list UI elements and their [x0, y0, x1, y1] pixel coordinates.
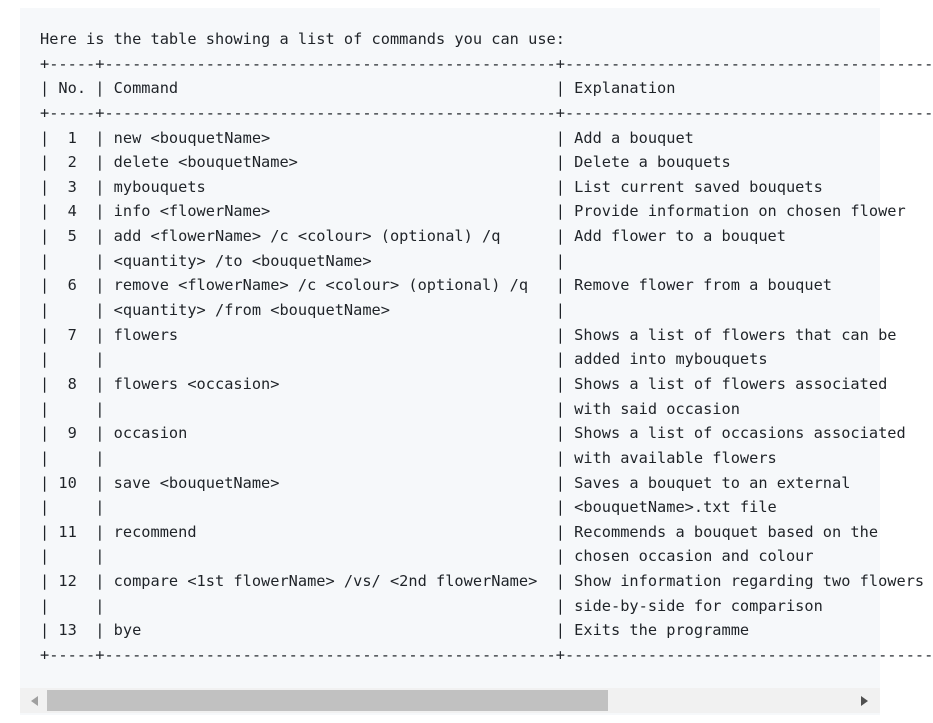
code-block-panel: Here is the table showing a list of comm…: [20, 8, 933, 715]
table-row: | 13 | bye | Exits the programme: [40, 621, 750, 640]
scroll-right-button[interactable]: [854, 688, 876, 713]
table-row: | 3 | mybouquets | List current saved bo…: [40, 177, 823, 196]
table-row: | 12 | compare <1st flowerName> /vs/ <2n…: [40, 572, 925, 591]
scroll-left-button[interactable]: [24, 688, 46, 713]
table-row-continuation: | | | <bouquetName>.txt file: [40, 498, 777, 517]
command-table-code: Here is the table showing a list of comm…: [40, 27, 933, 668]
table-row-continuation: | | <quantity> /from <bouquetName> |: [40, 301, 565, 320]
table-row-continuation: | | <quantity> /to <bouquetName> |: [40, 251, 565, 270]
table-row: | 4 | info <flowerName> | Provide inform…: [40, 202, 906, 221]
table-row-continuation: | | | added into mybouquets: [40, 350, 768, 369]
table-row: | 2 | delete <bouquetName> | Delete a bo…: [40, 153, 731, 172]
table-row: | 10 | save <bouquetName> | Saves a bouq…: [40, 473, 851, 492]
table-row: | 5 | add <flowerName> /c <colour> (opti…: [40, 227, 786, 246]
scrollbar-thumb[interactable]: [47, 690, 608, 711]
table-row-continuation: | | | chosen occasion and colour: [40, 547, 814, 566]
code-viewport: Here is the table showing a list of comm…: [20, 8, 933, 684]
table-header-border: +-----+---------------------------------…: [40, 103, 933, 122]
table-row: | 1 | new <bouquetName> | Add a bouquet: [40, 128, 694, 147]
scroll-left-icon: [31, 695, 38, 706]
table-row-continuation: | | | with available flowers: [40, 448, 777, 467]
table-row-continuation: | | | with said occasion: [40, 399, 740, 418]
table-row: | 8 | flowers <occasion> | Shows a list …: [40, 374, 888, 393]
horizontal-scrollbar[interactable]: [20, 688, 880, 713]
intro-line: Here is the table showing a list of comm…: [40, 30, 565, 48]
table-row: | 6 | remove <flowerName> /c <colour> (o…: [40, 276, 833, 295]
table-border-top: +-----+---------------------------------…: [40, 54, 933, 73]
table-row: | 7 | flowers | Shows a list of flowers …: [40, 325, 897, 344]
table-border-bottom: +-----+---------------------------------…: [40, 646, 933, 665]
table-header-row: | No. | Command | Explanation: [40, 79, 676, 98]
table-row: | 11 | recommend | Recommends a bouquet …: [40, 522, 879, 541]
table-row-continuation: | | | side-by-side for comparison: [40, 596, 823, 615]
scroll-right-icon: [861, 695, 868, 706]
table-row: | 9 | occasion | Shows a list of occasio…: [40, 424, 906, 443]
